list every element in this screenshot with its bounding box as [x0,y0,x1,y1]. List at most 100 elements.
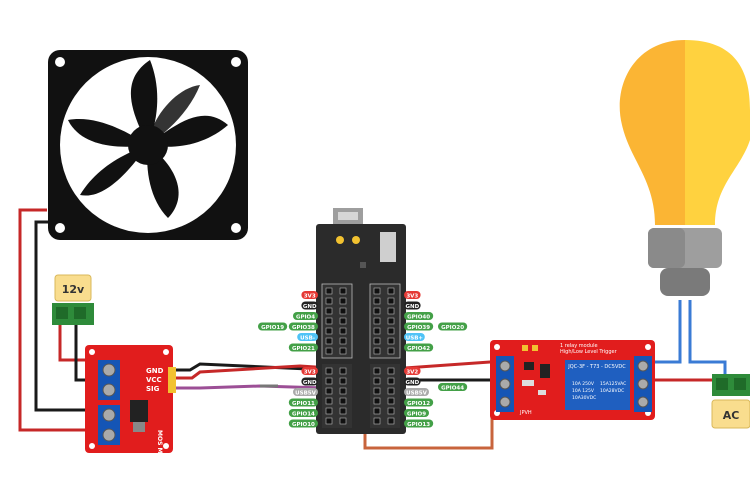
board-label-left-top: 3V3 [301,291,318,300]
board-label-left-top: GPIO4 [293,312,318,321]
svg-text:GPIO42: GPIO42 [407,346,430,352]
wire-fan-red-2 [18,208,92,432]
header-pin [325,407,333,415]
svg-text:GPIO9: GPIO9 [407,412,426,418]
header-pin [325,347,333,355]
header-pin [339,327,347,335]
relay-rating-l1: 10A 250V [572,381,595,387]
svg-text:GPIO13: GPIO13 [407,422,430,428]
board-label-right-top: GPIO42 [404,343,434,352]
svg-text:GPIO44: GPIO44 [441,386,464,392]
header-pin [373,397,381,405]
svg-text:GPIO4: GPIO4 [296,315,315,321]
header-pin [387,347,395,355]
header-pin-dots [325,287,395,425]
board-label-right-top: GPIO39 [404,322,434,331]
header-pin [325,377,333,385]
header-pin [373,347,381,355]
header-pin [339,297,347,305]
board-label-left-top: GPIO21 [288,343,318,352]
wire-fan-black [34,220,92,412]
board-label-left-top: USB- [297,333,318,342]
header-pin [339,417,347,425]
wire-fan-red [58,318,90,362]
header-pin [325,387,333,395]
svg-text:USB+: USB+ [406,336,424,342]
header-pin [325,367,333,375]
board-label-right-bottom: 3V2 [404,367,421,376]
svg-text:GPIO39: GPIO39 [407,325,430,331]
header-pin [373,317,381,325]
header-pin [387,367,395,375]
relay-title-1: 1 relay module [560,343,598,349]
board-label-left-top: GPIO38 [288,322,318,331]
board-label-right-top: USB+ [404,333,425,342]
header-pin [339,367,347,375]
relay-rating-l3: 10A30VDC [572,395,596,401]
board-label-right-bottom: GPIO13 [404,419,434,428]
header-pin [373,387,381,395]
header-pin [339,307,347,315]
svg-text:GPIO14: GPIO14 [292,412,315,418]
header-pin [325,417,333,425]
header-pin [387,407,395,415]
header-pin [339,317,347,325]
svg-text:USB5V: USB5V [295,391,316,397]
header-pin [387,317,395,325]
esp32-board [316,208,406,434]
header-pin [339,347,347,355]
header-pin [373,407,381,415]
board-header-bottom [322,364,400,428]
relay-model: JQC-3F - T73 - DC5VDC [567,364,626,370]
relay-rating-l2: 10A 125V [572,388,595,394]
header-pin [387,307,395,315]
svg-text:USB-: USB- [300,336,315,342]
relay-jumper: JPVH [519,410,532,416]
svg-text:GPIO20: GPIO20 [441,325,464,331]
power-12v: 12v [52,274,94,325]
svg-text:3V3: 3V3 [304,370,316,376]
header-pin [373,337,381,345]
board-label-right-top: GND [404,301,421,310]
cooling-fan [48,50,248,240]
svg-text:3V2: 3V2 [406,370,418,376]
header-pin [387,397,395,405]
board-label-left-extra: GPIO19 [258,322,288,331]
header-pin [373,367,381,375]
svg-text:GPIO21: GPIO21 [292,346,315,352]
header-pin [387,337,395,345]
header-pin [339,397,347,405]
header-pin [373,307,381,315]
board-pin-labels: 3V3GNDGPIO4GPIO38USB-GPIO213V3GNDGPIO40G… [258,291,468,428]
relay-title-2: High/Low Level Trigger [560,349,618,355]
relay-module: JQC-3F - T73 - DC5VDC 10A 250V 10A 125V … [490,340,655,420]
header-pin [325,317,333,325]
header-pin [339,287,347,295]
power-label: 12v [62,283,85,296]
board-label-right-bottom: GPIO9 [404,409,429,418]
svg-text:USB5V: USB5V [406,391,427,397]
relay-rating-r2: 10A28VDC [600,388,624,394]
board-label-right-bottom: GND [404,377,421,386]
svg-text:3V3: 3V3 [406,294,418,300]
svg-text:GND: GND [303,380,317,386]
svg-text:GPIO19: GPIO19 [261,325,284,331]
svg-text:GND: GND [405,380,419,386]
header-pin [325,297,333,305]
board-label-left-bottom: GND [301,377,318,386]
board-label-right-top: 3V3 [404,291,421,300]
wire-relay-vcc [404,360,502,370]
svg-text:GPIO11: GPIO11 [292,401,315,407]
header-pin [339,337,347,345]
mos-module: GND VCC SIG MOS Module [85,345,176,472]
header-pin [325,337,333,345]
relay-rating-r1: 15A125VAC [600,381,626,387]
svg-text:GPIO40: GPIO40 [407,315,430,321]
header-pin [325,327,333,335]
header-pin [325,307,333,315]
header-pin [373,417,381,425]
board-label-left-bottom: 3V3 [301,367,318,376]
board-label-right-bottom: USB5V [404,388,429,397]
svg-text:GND: GND [303,304,317,310]
board-label-left-bottom: GPIO14 [288,409,318,418]
